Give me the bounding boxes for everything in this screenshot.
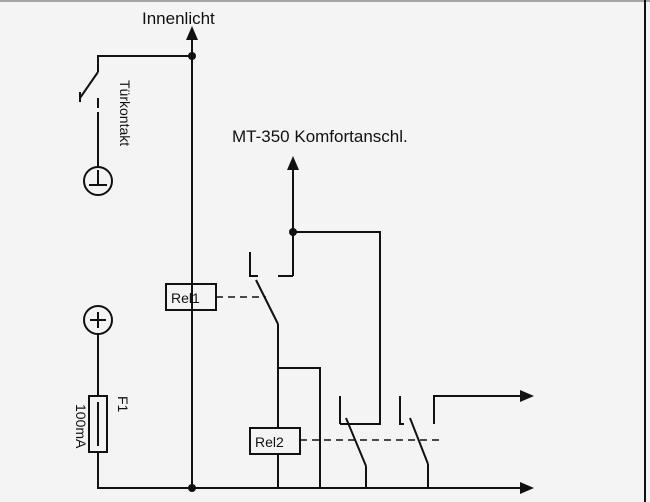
ground-symbol-icon xyxy=(83,166,113,196)
fuse-wire xyxy=(97,452,192,489)
rel2-output-top-wire xyxy=(433,395,520,424)
rel1-contact-left xyxy=(249,252,258,277)
rel2-coil-box xyxy=(249,427,301,455)
innenlicht-arrow-icon xyxy=(186,26,198,40)
plus-terminal-icon xyxy=(83,305,113,335)
door-contact-switch xyxy=(79,71,99,99)
label-innenlicht: Innenlicht xyxy=(142,9,215,28)
label-fuse-name: F1 xyxy=(115,396,131,413)
label-fuse-rating: 100mA xyxy=(73,404,89,449)
rel2-contact-b-switch xyxy=(409,417,429,465)
label-mt350: MT-350 Komfortanschl. xyxy=(232,127,408,146)
rel2-contact-b-stub xyxy=(399,396,404,425)
label-rel2: Rel2 xyxy=(255,434,284,450)
output-bottom-arrow-icon xyxy=(520,482,534,494)
door-contact-wire xyxy=(97,55,192,72)
output-top-arrow-icon xyxy=(520,390,534,402)
mt350-feed-wire xyxy=(293,231,381,425)
label-rel1: Rel1 xyxy=(171,290,200,306)
rel2-contact-a-switch xyxy=(345,417,367,467)
label-tuerkontakt: Türkontakt xyxy=(117,80,133,146)
rel1-contact-switch xyxy=(255,279,279,325)
rel2-feed-wire xyxy=(278,367,321,488)
mt350-arrow-icon xyxy=(287,156,299,170)
